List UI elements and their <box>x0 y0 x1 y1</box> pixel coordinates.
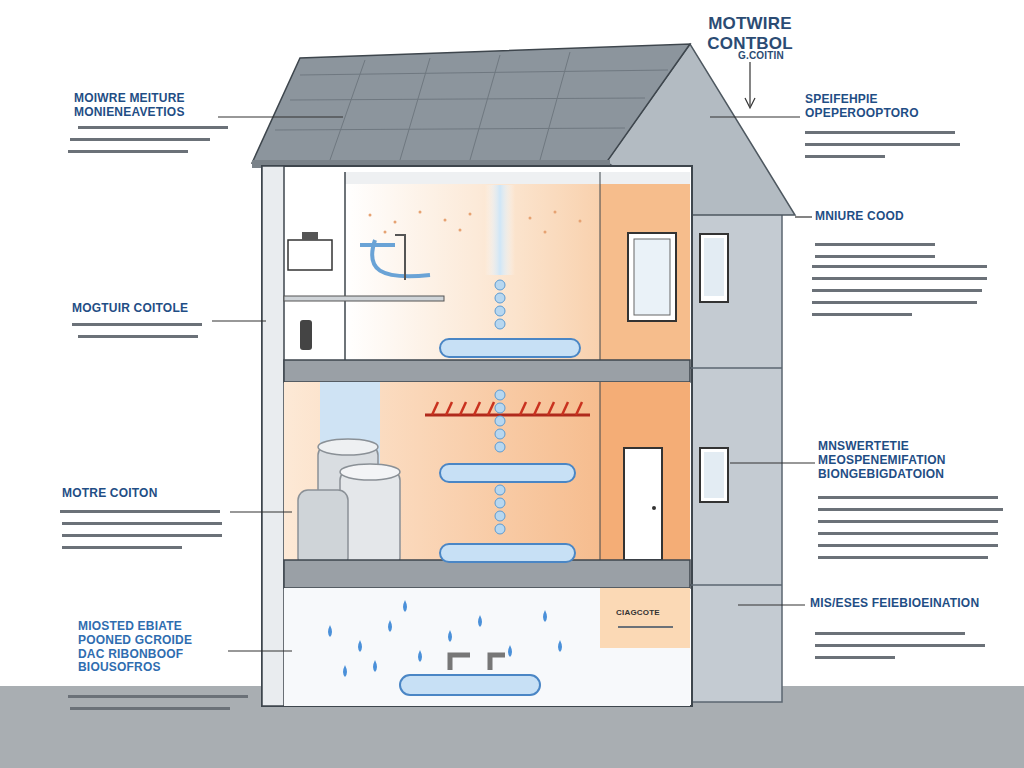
callout-label: MOGTUIR COITOLE <box>72 302 222 316</box>
callout-label: MNIURE COOD <box>815 210 955 224</box>
diagram-title: MOTWIRE CONTBOL <box>695 14 805 53</box>
callout-label: MOIWRE MEITURE MONIENEAVETIOS <box>74 92 224 120</box>
callout-label: MIS/ESES FEIEBIOEINATION <box>810 597 990 611</box>
callout-label: MNSWERTETIE MEOSPENEMIFATION BIONGEBIGDA… <box>818 440 998 481</box>
small-label: CIAGCOTE <box>616 608 686 617</box>
subtitle-label: G.COITIN <box>716 50 806 62</box>
callout-label: SPEIFEHPIE OPEPEROOPTORO <box>805 93 965 121</box>
callout-label: MOTRE COITON <box>62 487 212 501</box>
callout-label: MIOSTED EBIATE POONED GCROIDE DAC RIBONB… <box>78 620 218 675</box>
